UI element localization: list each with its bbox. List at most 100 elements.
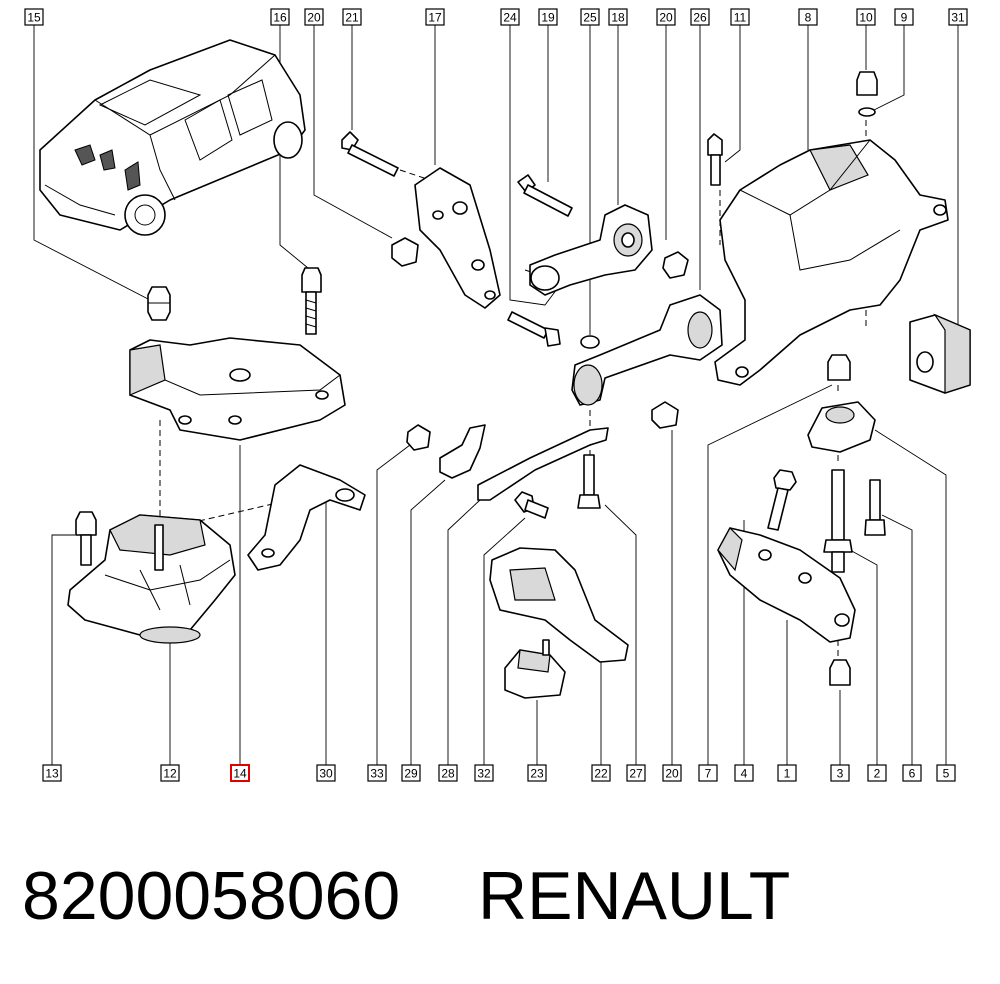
part-19-bolt (517, 174, 573, 217)
callout-label: 6 (909, 767, 916, 781)
callout-label: 15 (27, 11, 41, 25)
part-16-bolt (301, 267, 322, 335)
car-illustration (39, 39, 306, 236)
part-28-link-arm (477, 427, 609, 501)
callout-label: 20 (307, 11, 321, 25)
part-23-mount (504, 639, 566, 699)
callout-13: 13 (42, 764, 62, 782)
part-32-bolt (514, 491, 549, 519)
callout-label: 23 (530, 767, 544, 781)
callout-label: 9 (901, 11, 908, 25)
callout-label: 20 (665, 767, 679, 781)
callout-18: 18 (608, 8, 628, 26)
part-21-bolt (341, 131, 399, 177)
callout-label: 11 (734, 11, 747, 25)
leader-lines (33, 25, 959, 765)
callout-28: 28 (438, 764, 458, 782)
callout-16: 16 (270, 8, 290, 26)
callout-label: 8 (805, 11, 812, 25)
callout-label: 21 (345, 11, 359, 25)
part-2-stud (823, 469, 853, 573)
part-12-engine-mount (67, 514, 236, 644)
part-8-gearbox-bracket (714, 139, 949, 386)
footer-brand: RENAULT (478, 858, 791, 934)
part-11-bolt (707, 133, 723, 186)
part-15-nut (147, 286, 171, 321)
callout-label: 31 (951, 11, 965, 25)
callout-5: 5 (936, 764, 956, 782)
callout-3: 3 (830, 764, 850, 782)
callout-24: 24 (500, 8, 520, 26)
part-30-bracket (247, 464, 366, 571)
callout-10: 10 (856, 8, 876, 26)
callout-label: 7 (705, 767, 712, 781)
callout-11: 11 (730, 8, 750, 26)
callout-label: 32 (477, 767, 491, 781)
callout-26: 26 (690, 8, 710, 26)
part-7-nut (827, 354, 851, 381)
callout-15: 15 (24, 8, 44, 26)
part-33-bush (406, 424, 431, 451)
part-27-bolt (577, 454, 601, 509)
callout-label: 22 (594, 767, 608, 781)
callout-label: 29 (404, 767, 418, 781)
callout-1: 1 (777, 764, 797, 782)
part-20-sleeve-right (662, 251, 689, 279)
callout-label: 19 (541, 11, 555, 25)
callout-7: 7 (698, 764, 718, 782)
callout-label: 4 (741, 767, 748, 781)
callout-label: 14 (233, 767, 247, 781)
part-17-bracket (414, 167, 501, 309)
part-4-bolt (767, 469, 797, 531)
part-20-bush (651, 401, 679, 429)
footer-part-number: 8200058060 (22, 858, 401, 934)
part-5-mount-pad (807, 401, 876, 453)
part-9-washer (858, 107, 876, 117)
callout-9: 9 (894, 8, 914, 26)
callout-27: 27 (626, 764, 646, 782)
part-22-bracket (489, 547, 629, 663)
callout-label: 12 (163, 767, 177, 781)
callout-label: 25 (583, 11, 597, 25)
callout-label: 30 (319, 767, 333, 781)
callout-label: 33 (370, 767, 384, 781)
callout-29: 29 (401, 764, 421, 782)
callout-label: 13 (45, 767, 59, 781)
part-31-rubber-block (909, 313, 971, 394)
callout-label: 26 (693, 11, 707, 25)
callout-20: 20 (662, 764, 682, 782)
part-1-bracket (717, 527, 856, 643)
callout-label: 18 (611, 11, 625, 25)
callout-label: 20 (659, 11, 673, 25)
callout-12: 12 (160, 764, 180, 782)
part-3-nut (829, 659, 851, 686)
part-10-nut (856, 71, 878, 96)
callout-31: 31 (948, 8, 968, 26)
part-6-bolt (864, 479, 886, 536)
callout-label: 5 (943, 767, 950, 781)
callout-23: 23 (527, 764, 547, 782)
callout-22: 22 (591, 764, 611, 782)
part-13-bolt (75, 511, 97, 566)
part-14-bracket (129, 337, 346, 441)
callout-14: 14 (230, 764, 250, 782)
part-20-sleeve (391, 237, 419, 267)
callout-label: 24 (503, 11, 517, 25)
callout-25: 25 (580, 8, 600, 26)
callout-row-top: 15 16 20 21 17 24 19 25 18 20 26 11 8 10 9 31 (24, 8, 968, 26)
callout-2: 2 (867, 764, 887, 782)
callout-label: 27 (629, 767, 643, 781)
callout-19: 19 (538, 8, 558, 26)
part-29-bracket (439, 424, 486, 479)
callout-label: 10 (859, 11, 873, 25)
part-26-upper-torque-arm (571, 294, 723, 406)
part-24-bolt (507, 311, 561, 347)
callout-label: 16 (273, 11, 287, 25)
callout-label: 28 (441, 767, 455, 781)
callout-label: 1 (784, 767, 791, 781)
part-25-washer (580, 335, 600, 349)
callout-label: 17 (428, 11, 442, 25)
callout-8: 8 (798, 8, 818, 26)
